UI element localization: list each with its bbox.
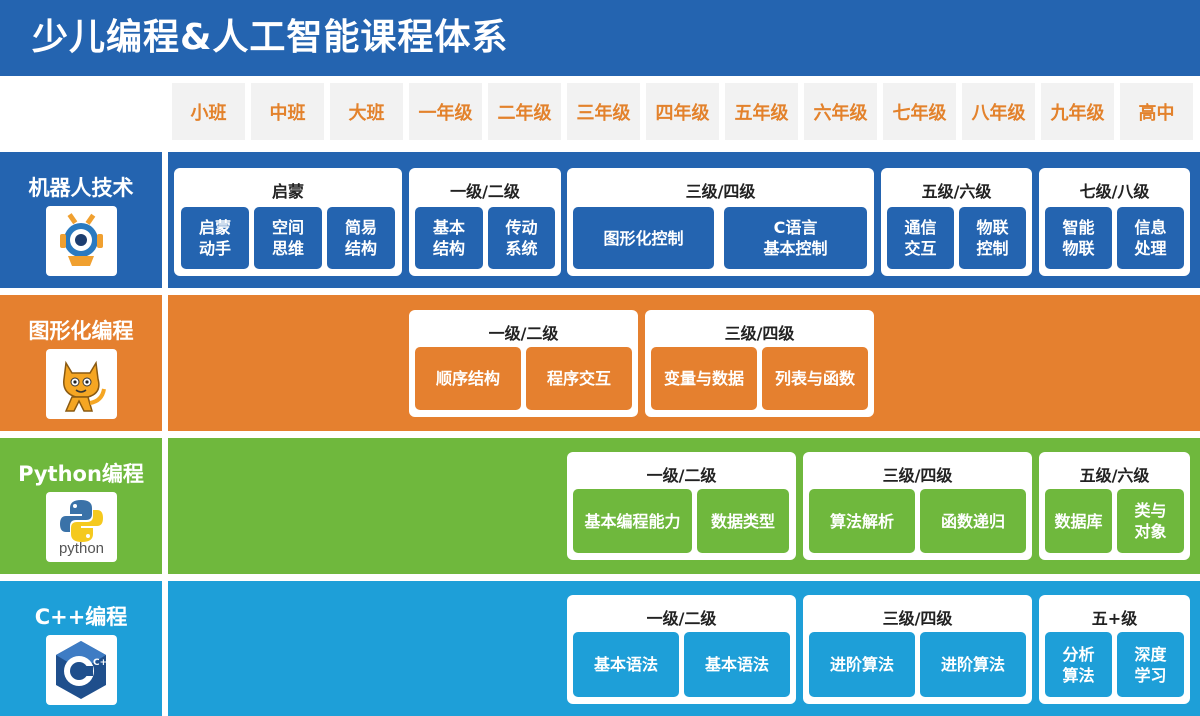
group-title: 三级/四级 xyxy=(882,466,953,485)
course-group: 五+级 分析 算法 深度 学习 xyxy=(1039,595,1190,704)
course-group: 一级/二级 顺序结构 程序交互 xyxy=(409,310,638,417)
grade-header: 八年级 xyxy=(962,83,1035,140)
group-title: 三级/四级 xyxy=(882,609,953,628)
course-cell: 基本语法 xyxy=(573,632,679,697)
group-title: 一级/二级 xyxy=(646,609,717,628)
group-title: 五级/六级 xyxy=(921,182,992,201)
course-cell: 智能 物联 xyxy=(1045,207,1112,269)
row-title: 机器人技术 xyxy=(28,176,134,200)
course-cell: 进阶算法 xyxy=(809,632,915,697)
course-group: 一级/二级 基本 结构 传动 系统 xyxy=(409,168,561,276)
course-group: 七级/八级 智能 物联 信息 处理 xyxy=(1039,168,1190,276)
course-group: 三级/四级 进阶算法 进阶算法 xyxy=(803,595,1032,704)
course-cell: 空间 思维 xyxy=(254,207,322,269)
row-label-robotics: 机器人技术 xyxy=(0,152,162,288)
group-title: 一级/二级 xyxy=(646,466,717,485)
python-logo-icon: python xyxy=(46,492,117,562)
grade-header: 二年级 xyxy=(488,83,561,140)
course-cell: 基本 结构 xyxy=(415,207,483,269)
group-title: 七级/八级 xyxy=(1079,182,1150,201)
grade-header: 六年级 xyxy=(804,83,877,140)
cpp-logo-text: C++ xyxy=(93,658,115,668)
group-title: 启蒙 xyxy=(271,182,304,201)
course-group: 启蒙 启蒙 动手 空间 思维 简易 结构 xyxy=(174,168,402,276)
grade-header: 大班 xyxy=(330,83,403,140)
course-cell: 分析 算法 xyxy=(1045,632,1112,697)
row-title: Python编程 xyxy=(18,462,144,486)
course-cell: 启蒙 动手 xyxy=(181,207,249,269)
course-group: 三级/四级 图形化控制 C语言 基本控制 xyxy=(567,168,874,276)
course-cell: 数据类型 xyxy=(697,489,789,553)
grade-header: 七年级 xyxy=(883,83,956,140)
course-group: 五级/六级 通信 交互 物联 控制 xyxy=(881,168,1032,276)
robot-icon xyxy=(46,206,117,276)
row-label-scratch: 图形化编程 xyxy=(0,295,162,431)
row-title: C++编程 xyxy=(34,605,128,629)
course-cell: 通信 交互 xyxy=(887,207,954,269)
course-cell: 信息 处理 xyxy=(1117,207,1184,269)
course-cell: 顺序结构 xyxy=(415,347,521,410)
course-cell: 深度 学习 xyxy=(1117,632,1184,697)
group-title: 三级/四级 xyxy=(685,182,756,201)
grade-header: 高中 xyxy=(1120,83,1193,140)
course-cell: 物联 控制 xyxy=(959,207,1026,269)
course-cell: 程序交互 xyxy=(526,347,632,410)
grade-header: 四年级 xyxy=(646,83,719,140)
grade-header: 一年级 xyxy=(409,83,482,140)
course-group: 三级/四级 算法解析 函数递归 xyxy=(803,452,1032,560)
course-cell: 传动 系统 xyxy=(488,207,555,269)
course-group: 一级/二级 基本语法 基本语法 xyxy=(567,595,796,704)
group-title: 五+级 xyxy=(1091,609,1138,628)
course-group: 一级/二级 基本编程能力 数据类型 xyxy=(567,452,796,560)
group-title: 一级/二级 xyxy=(488,324,559,343)
grade-header: 九年级 xyxy=(1041,83,1114,140)
course-cell: 算法解析 xyxy=(809,489,915,553)
course-cell: 类与 对象 xyxy=(1117,489,1184,553)
grade-header: 中班 xyxy=(251,83,324,140)
course-cell: 基本语法 xyxy=(684,632,790,697)
course-cell: 变量与数据 xyxy=(651,347,757,410)
course-group: 五级/六级 数据库 类与 对象 xyxy=(1039,452,1190,560)
course-cell: 列表与函数 xyxy=(762,347,868,410)
course-cell: 基本编程能力 xyxy=(573,489,692,553)
course-group: 三级/四级 变量与数据 列表与函数 xyxy=(645,310,874,417)
row-label-cpp: C++编程 C++ xyxy=(0,581,162,716)
grade-header: 三年级 xyxy=(567,83,640,140)
scratch-cat-icon xyxy=(46,349,117,419)
course-cell: C语言 基本控制 xyxy=(724,207,867,269)
course-cell: 简易 结构 xyxy=(327,207,395,269)
grade-header: 小班 xyxy=(172,83,245,140)
group-title: 五级/六级 xyxy=(1079,466,1150,485)
group-title: 三级/四级 xyxy=(724,324,795,343)
python-logo-text: python xyxy=(58,540,105,557)
row-title: 图形化编程 xyxy=(28,319,134,343)
course-cell: 进阶算法 xyxy=(920,632,1026,697)
cpp-logo-icon: C++ xyxy=(46,635,117,705)
row-label-python: Python编程 python xyxy=(0,438,162,574)
group-title: 一级/二级 xyxy=(450,182,520,201)
course-cell: 数据库 xyxy=(1045,489,1112,553)
course-cell: 图形化控制 xyxy=(573,207,714,269)
page-title: 少儿编程&人工智能课程体系 xyxy=(0,0,1200,76)
grade-header: 五年级 xyxy=(725,83,798,140)
course-cell: 函数递归 xyxy=(920,489,1026,553)
